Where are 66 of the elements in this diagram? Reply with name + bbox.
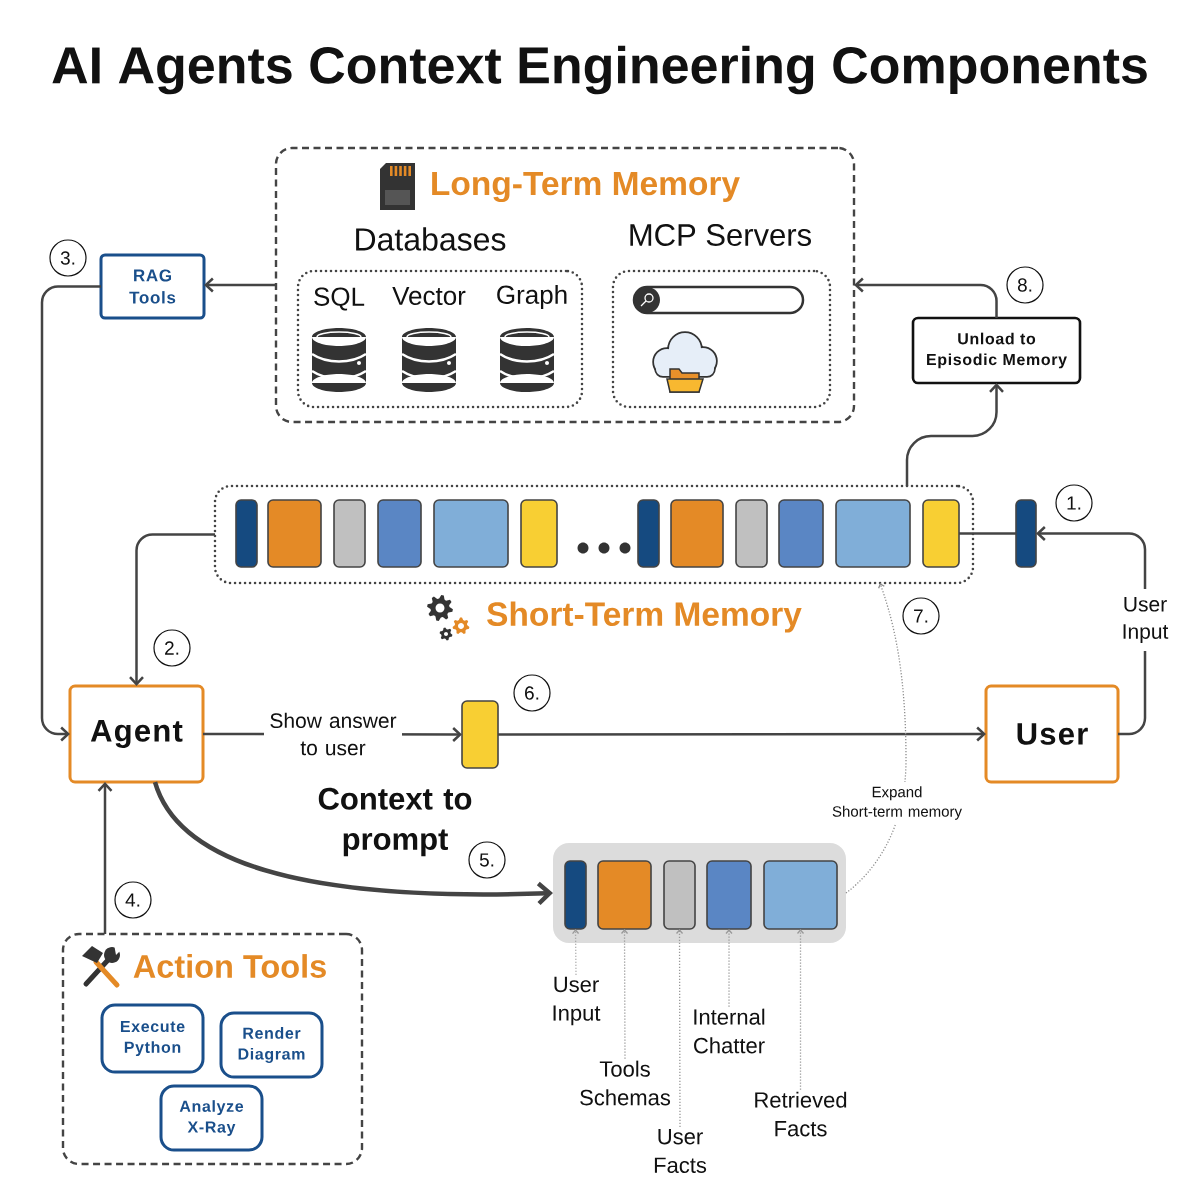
arrow — [845, 583, 907, 894]
token-block — [706, 860, 752, 930]
database-label: SQL — [314, 287, 365, 311]
token-block — [735, 499, 768, 568]
token-block — [564, 860, 587, 930]
tool-box: Analyze X-Ray — [159, 1084, 264, 1152]
token-block — [670, 499, 724, 568]
token-block — [778, 499, 824, 568]
part-label: Tools Schemas — [580, 1060, 671, 1106]
leader-line — [725, 929, 733, 1008]
callout-number: 6. — [513, 674, 551, 712]
token-block — [433, 499, 509, 568]
token-block — [835, 499, 911, 568]
process-box: Unload to Episodic Memory — [911, 316, 1082, 385]
token-block — [663, 860, 696, 930]
arrow — [97, 782, 113, 934]
connector — [959, 532, 1016, 535]
token-block — [333, 499, 366, 568]
token-block — [597, 860, 652, 930]
leader-line — [796, 929, 805, 1091]
callout-number: 2. — [153, 629, 191, 667]
callout-number: 4. — [114, 881, 152, 919]
tool-box: Execute Python — [100, 1003, 205, 1074]
token-block — [235, 499, 258, 568]
leader-line — [675, 929, 684, 1128]
tool-box: Render Diagram — [219, 1011, 324, 1079]
arrow — [905, 383, 1004, 486]
group-heading: MCP Servers — [630, 224, 811, 246]
arrow — [129, 533, 215, 686]
part-label: User Facts — [654, 1129, 707, 1173]
token-block — [1015, 499, 1037, 568]
callout-number: 3. — [49, 239, 87, 277]
part-label: User Input — [553, 976, 601, 1026]
database-label: Graph — [497, 284, 567, 310]
callout-number: 8. — [1006, 266, 1044, 304]
token-block — [377, 499, 422, 568]
title: AI Agents Context Engineering Components — [52, 45, 1147, 95]
panel-heading: Action Tools — [133, 954, 326, 978]
database-label: Vector — [392, 286, 466, 306]
arrow — [854, 277, 998, 318]
token-block — [461, 700, 499, 769]
group-heading: Databases — [356, 227, 506, 251]
arrow — [40, 285, 101, 742]
callout-number: 1. — [1055, 484, 1093, 522]
strip-heading: Short-Term Memory — [487, 601, 802, 633]
part-label: Retrieved Facts — [755, 1091, 847, 1137]
panel-heading: Long-Term Memory — [432, 171, 740, 203]
edge-label: Show answer to user — [270, 712, 397, 756]
token-block — [922, 499, 960, 568]
agent-box: Agent — [68, 684, 205, 784]
edge-label: Expand Short-term memory — [832, 786, 962, 820]
arrow — [498, 726, 986, 742]
tool-box: RAG Tools — [99, 253, 206, 320]
token-block — [763, 860, 838, 930]
token-block — [267, 499, 322, 568]
callout-number: 7. — [902, 597, 940, 635]
edge-label: User Input — [1123, 596, 1169, 644]
arrow — [152, 781, 553, 906]
leader-line — [571, 929, 580, 976]
token-block — [520, 499, 558, 568]
arrow — [204, 277, 276, 293]
callout-number: 5. — [468, 841, 506, 879]
part-label: Internal Chatter — [694, 1008, 765, 1054]
leader-line — [620, 929, 629, 1060]
token-block — [637, 499, 660, 568]
user-box: User — [984, 684, 1120, 784]
